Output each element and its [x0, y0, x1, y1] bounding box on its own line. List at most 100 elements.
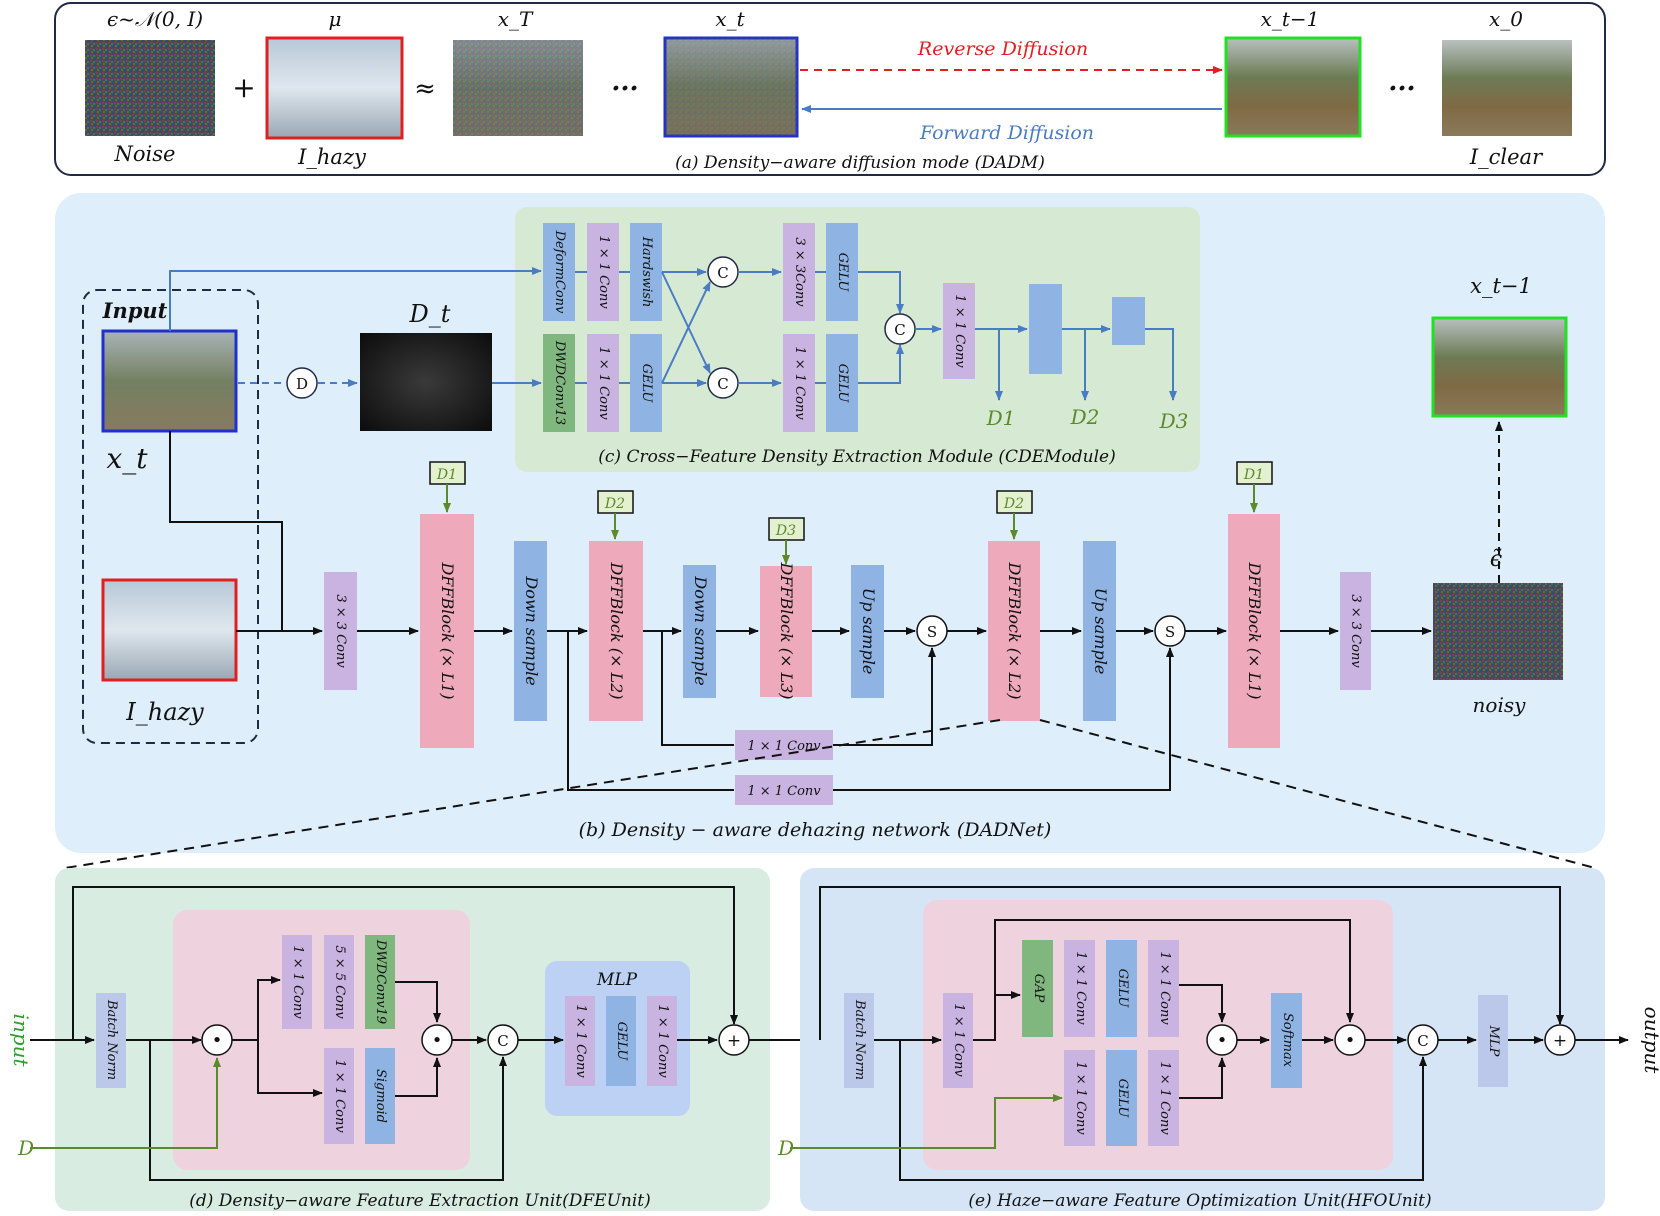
up1-label: Up sample [859, 588, 878, 675]
hazy-label-b: I_hazy [125, 698, 204, 726]
svg-text:•: • [1217, 1030, 1228, 1051]
x0-label: x_0 [1489, 7, 1523, 31]
noise-top-label: ϵ~𝒩(0, I) [107, 7, 203, 31]
deformconv-block [543, 223, 575, 321]
cde-feat-block-2 [1112, 297, 1145, 345]
caption-e: (e) Haze−aware Feature Optimization Unit… [968, 1191, 1431, 1211]
gelu3-block [826, 334, 858, 432]
c11d-label: 1 × 1 Conv [952, 294, 967, 368]
svg-text:+: + [1553, 1031, 1567, 1051]
svg-text:S: S [1165, 623, 1175, 641]
svg-text:1 × 1 Conv: 1 × 1 Conv [1157, 1061, 1172, 1135]
mlp-label-d: MLP [596, 970, 638, 990]
c11a-block-d [282, 935, 312, 1029]
d-node [286, 367, 318, 399]
input-label-d: input [9, 1014, 33, 1068]
xt-label-b: x_t [106, 442, 148, 475]
svg-text:D2: D2 [1003, 496, 1024, 512]
caption-a: (a) Density−aware diffusion mode (DADM) [675, 153, 1045, 173]
dffb5-label: DFFBlock (× L1) [1245, 561, 1264, 699]
dffb4-label: DFFBlock (× L2) [1005, 561, 1024, 699]
skip-conv-b [735, 775, 833, 805]
c11a-label: 1 × 1 Conv [596, 235, 611, 309]
svg-text:1 × 1 Conv: 1 × 1 Conv [1073, 1061, 1088, 1135]
down2-label: Down sample [691, 575, 710, 685]
x0-image [1442, 40, 1572, 136]
svg-text:+: + [727, 1031, 741, 1051]
xt-to-main-line [169, 431, 283, 631]
noise-image [85, 40, 215, 136]
cde-out-d2: D2 [1070, 405, 1100, 429]
cde-out-d1: D1 [986, 406, 1016, 430]
c11a-block-e [1064, 940, 1095, 1037]
svg-text:MLP: MLP [1486, 1025, 1501, 1057]
xt1-label-b: x_t−1 [1470, 274, 1532, 298]
noisy-label: noisy [1473, 693, 1527, 717]
conv33-in-block [324, 572, 357, 690]
svg-text:GELU: GELU [1115, 969, 1130, 1009]
xt1-image-b [1431, 316, 1568, 418]
conv33-out-label: 3 × 3 Conv [1348, 594, 1363, 668]
sigmoid-block-d [365, 1048, 395, 1144]
dffb3-block [760, 566, 812, 697]
d-tags: D1 D2 D3 D2 D1 [429, 461, 1273, 565]
hazy-image-a [265, 36, 404, 140]
svg-text:C: C [717, 375, 728, 393]
xT-label: x_T [498, 7, 534, 31]
d-label-d: D [17, 1136, 34, 1160]
svg-text:GAP: GAP [1031, 974, 1046, 1003]
d-label-e: D [777, 1136, 794, 1160]
m-c11a-block-d [565, 996, 595, 1086]
forward-label: Forward Diffusion [919, 122, 1094, 144]
m-c11b-block-d [647, 996, 677, 1086]
gelu-a-block-e [1106, 940, 1137, 1037]
c11d-block-e [1148, 1050, 1179, 1146]
svg-text:C: C [717, 264, 728, 282]
xt1-label-a: x_t−1 [1261, 7, 1320, 31]
xt-to-deform-arrow [169, 267, 542, 331]
softmax-block-e [1271, 993, 1302, 1088]
c11c-block-e [1064, 1050, 1095, 1146]
noisy-image [1433, 583, 1563, 680]
dwd13-block [543, 334, 575, 432]
svg-text:C: C [497, 1032, 508, 1050]
caption-d: (d) Density−aware Feature Extraction Uni… [189, 1191, 651, 1211]
output-label-e: output [1640, 1007, 1660, 1075]
c33-block [783, 223, 815, 321]
bn-label-d: Batch Norm [104, 999, 119, 1080]
skip-2-line [567, 631, 734, 791]
mu-label: μ [329, 7, 342, 31]
dwd19-block-d [365, 935, 395, 1029]
panel-d-inner [173, 910, 470, 1170]
cde-out-d3: D3 [1159, 409, 1189, 433]
xt-image-b [101, 329, 238, 433]
c11a-block [587, 223, 619, 321]
svg-text:Batch Norm: Batch Norm [852, 999, 867, 1080]
mlp-block-e [1478, 995, 1508, 1087]
svg-text:D3: D3 [775, 523, 796, 539]
svg-text:C: C [1417, 1032, 1428, 1050]
dffb1-label: DFFBlock (× L1) [438, 561, 457, 699]
xt-label-a: x_t [715, 7, 745, 31]
svg-text:Softmax: Softmax [1280, 1013, 1295, 1068]
c11b-label: 1 × 1 Conv [596, 346, 611, 420]
dots-1: ··· [611, 74, 638, 104]
conv33-in-label: 3 × 3 Conv [333, 594, 348, 668]
svg-text:GELU: GELU [614, 1022, 629, 1062]
cde-module: DeformConv 1 × 1 Conv Hardswish DWDConv1… [543, 223, 1188, 467]
svg-text:•: • [432, 1030, 443, 1051]
panel-a-frame [54, 2, 1606, 176]
reverse-label: Reverse Diffusion [917, 38, 1088, 60]
c33-label: 3 × 3Conv [792, 237, 807, 307]
svg-text:1 × 1 Conv: 1 × 1 Conv [951, 1003, 966, 1077]
svg-text:Sigmoid: Sigmoid [373, 1069, 388, 1123]
skip-conv-b-label: 1 × 1 Conv [747, 784, 821, 799]
clear-label: I_clear [1469, 145, 1544, 169]
cde-feat-block-1 [1029, 284, 1062, 374]
d-node-label: D [296, 375, 308, 393]
svg-text:1 × 1 Conv: 1 × 1 Conv [1157, 951, 1172, 1025]
up2-block [1083, 541, 1116, 721]
c11b-block-d [324, 1048, 354, 1144]
gelu3-label: GELU [835, 364, 850, 404]
svg-text:•: • [1345, 1030, 1356, 1051]
